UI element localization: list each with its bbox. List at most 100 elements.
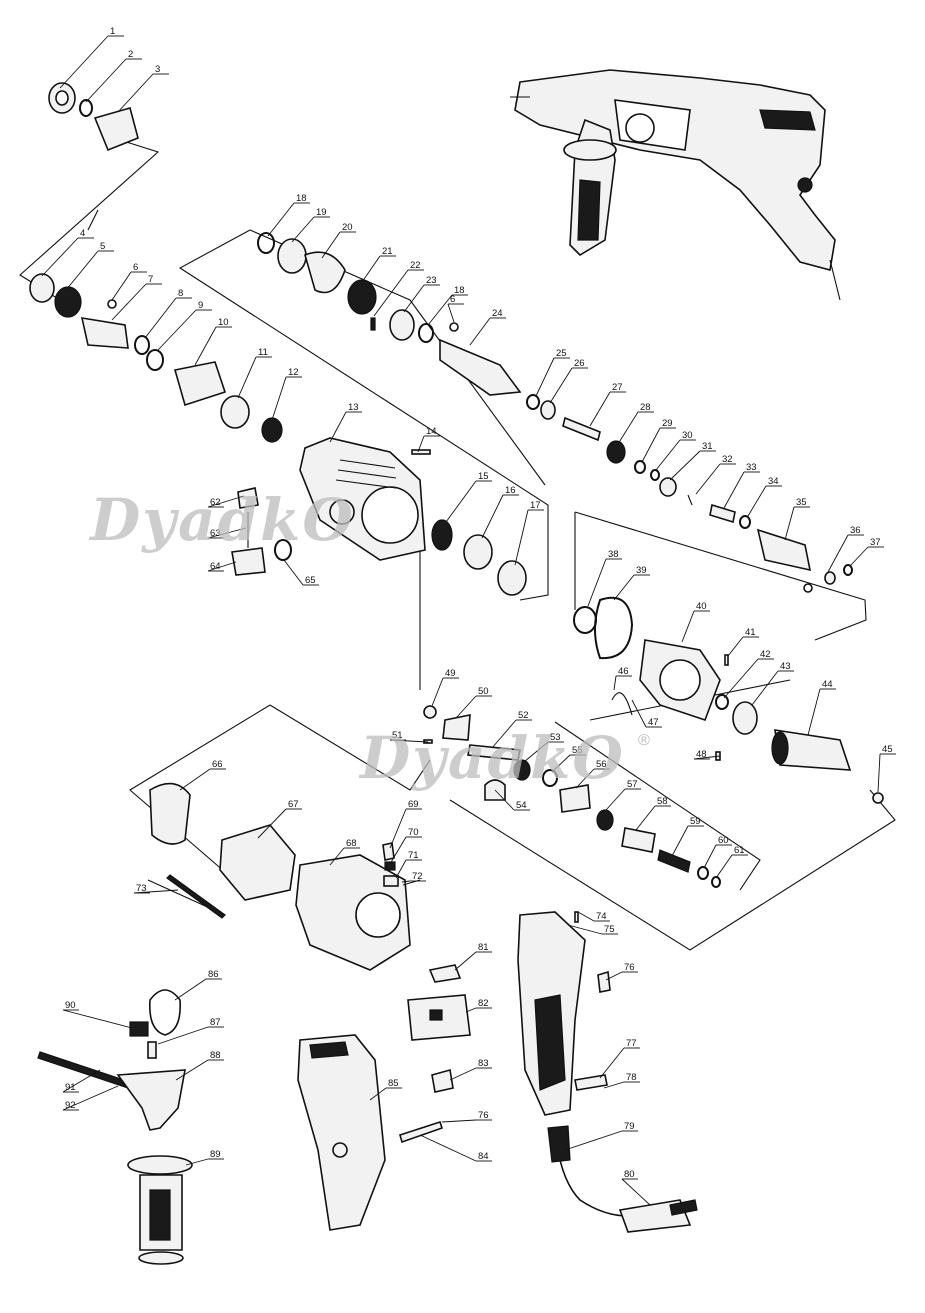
part-label-10: 10 [194, 317, 232, 366]
part-number: 62 [210, 497, 221, 508]
part-label-8: 8 [144, 288, 192, 339]
watermark-upper: DyadkO [88, 486, 355, 554]
part-number: 1 [110, 26, 115, 37]
part-label-50: 50 [455, 686, 492, 719]
part-number: 65 [305, 575, 316, 586]
leader-line [603, 1081, 625, 1089]
part-number: 47 [648, 717, 659, 728]
part-label-36: 36 [827, 525, 864, 573]
leader-line [747, 485, 767, 517]
leader-line [481, 494, 504, 539]
leader-line [157, 309, 197, 351]
part-label-82: 82 [465, 998, 492, 1013]
part-number: 72 [412, 871, 423, 882]
part-number: 71 [408, 850, 419, 861]
part-label-59: 59 [671, 816, 704, 857]
part-label-69: 69 [389, 799, 422, 849]
part-number: 61 [734, 845, 745, 856]
leader-line [723, 658, 759, 699]
part-number: 54 [516, 800, 527, 811]
leader-line [715, 854, 733, 879]
part-label-66: 66 [179, 759, 226, 791]
part-number: 48 [696, 749, 707, 760]
leader-line [631, 699, 647, 728]
part-label-53: 53 [523, 732, 564, 763]
leader-line [257, 808, 287, 839]
part-label-20: 20 [321, 222, 356, 259]
leader-line [723, 471, 745, 509]
leader-line [523, 741, 549, 763]
part-label-18: 18 [267, 193, 310, 237]
part-number: 12 [288, 367, 299, 378]
part-number: 31 [702, 441, 713, 452]
part-number: 6 [450, 294, 455, 305]
part-number: 26 [574, 358, 585, 369]
part-label-62: 62 [207, 495, 245, 508]
part-label-23: 23 [403, 275, 440, 313]
leader-line [613, 675, 617, 691]
part-number: 6 [133, 262, 138, 273]
part-label-6: 6 [447, 294, 464, 323]
part-number: 20 [342, 222, 353, 233]
part-label-72: 72 [401, 871, 426, 883]
leader-line [549, 367, 573, 404]
leader-line [681, 610, 695, 643]
leader-line [427, 294, 453, 326]
part-label-25: 25 [535, 348, 570, 397]
auxiliary-handle [37, 989, 193, 1265]
part-number: 36 [850, 525, 861, 536]
part-label-61: 61 [715, 845, 748, 879]
part-number: 9 [198, 300, 203, 311]
leader-line [419, 1134, 477, 1162]
part-label-49: 49 [431, 668, 459, 707]
part-number: 43 [780, 661, 791, 672]
leader-line [373, 269, 409, 317]
part-number: 41 [745, 627, 756, 638]
part-number: 2 [128, 49, 133, 60]
leader-line [111, 271, 132, 301]
leader-line [194, 326, 217, 366]
leader-line [179, 768, 211, 791]
part-number: 45 [882, 744, 893, 755]
leader-line [389, 808, 407, 849]
part-label-76: 76 [605, 962, 638, 981]
part-label-5: 5 [65, 241, 114, 291]
part-label-91: 91 [62, 1069, 101, 1093]
part-number: 49 [445, 668, 456, 679]
leader-line [329, 847, 345, 866]
leader-line [62, 1069, 101, 1093]
part-number: 73 [136, 883, 147, 894]
part-number: 76 [624, 962, 635, 973]
leader-line [369, 1087, 387, 1101]
leader-line [395, 859, 407, 879]
leader-line [207, 527, 247, 539]
part-label-39: 39 [613, 565, 650, 601]
part-label-19: 19 [291, 207, 330, 243]
part-label-43: 43 [751, 661, 794, 706]
part-number: 22 [410, 260, 421, 271]
part-number: 57 [627, 779, 638, 790]
part-number: 34 [768, 476, 779, 487]
part-label-55: 55 [551, 745, 586, 773]
part-label-51: 51 [389, 730, 429, 743]
part-number: 44 [822, 679, 833, 690]
part-number: 75 [604, 924, 615, 935]
part-label-38: 38 [587, 549, 622, 607]
leader-line [605, 971, 623, 981]
part-number: 37 [870, 537, 881, 548]
gear-housing [231, 437, 527, 596]
part-label-56: 56 [575, 759, 610, 789]
leader-line [621, 1178, 651, 1206]
part-label-52: 52 [491, 710, 532, 749]
part-number: 83 [478, 1058, 489, 1069]
part-number: 40 [696, 601, 707, 612]
part-label-79: 79 [564, 1121, 638, 1151]
part-number: 91 [65, 1082, 76, 1093]
leader-line [237, 356, 257, 399]
leader-line [59, 35, 109, 89]
part-label-2: 2 [85, 49, 142, 103]
leader-line [65, 250, 99, 291]
leader-line [784, 506, 795, 541]
leader-line [401, 880, 411, 883]
